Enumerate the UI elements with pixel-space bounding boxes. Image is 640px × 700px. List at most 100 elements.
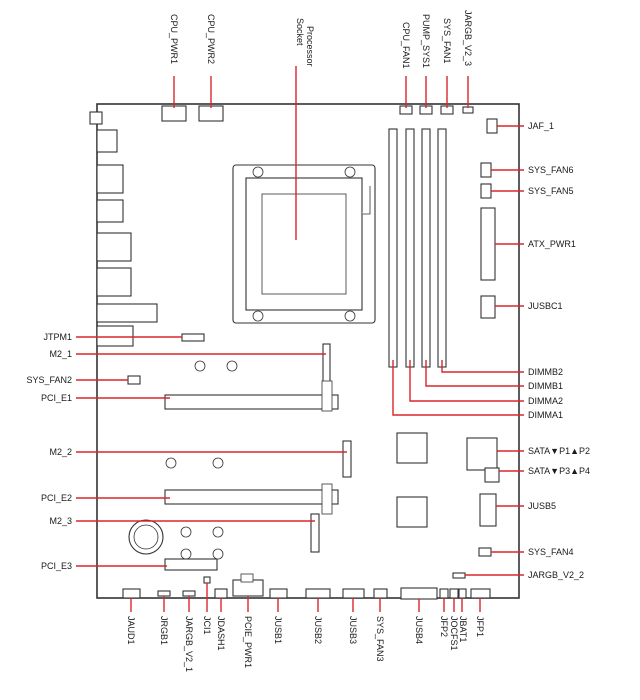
m2-standoff bbox=[180, 526, 192, 538]
label-sys-fan3: SYS_FAN3 bbox=[375, 616, 385, 662]
label-jaf-1: JAF_1 bbox=[528, 121, 554, 131]
m2-1-slot bbox=[322, 343, 331, 385]
label-sys-fan2: SYS_FAN2 bbox=[26, 375, 72, 385]
pci-e3-slot bbox=[164, 558, 218, 571]
label-sata-p3-p4: SATA▼P3▲P4 bbox=[528, 466, 590, 476]
pci-e1-slot bbox=[164, 394, 339, 410]
label-dimmb2: DIMMB2 bbox=[528, 367, 563, 377]
label-jci1: JCI1 bbox=[202, 616, 212, 635]
pci-e2-slot bbox=[164, 489, 339, 505]
label-sata-p1-p2: SATA▼P1▲P2 bbox=[528, 446, 590, 456]
sys-fan4-header bbox=[478, 547, 492, 557]
label-m2-1: M2_1 bbox=[49, 349, 72, 359]
label-jusbc1: JUSBC1 bbox=[528, 301, 563, 311]
jtpm1-header bbox=[181, 333, 205, 342]
bottom-headers bbox=[122, 573, 491, 600]
jusb4-header bbox=[400, 587, 438, 600]
label-processor-socket: Processor Socket bbox=[295, 18, 315, 69]
label-atx-pwr1: ATX_PWR1 bbox=[528, 239, 576, 249]
m2-standoff bbox=[226, 360, 238, 372]
leader-lines bbox=[76, 66, 524, 612]
label-jdash1: JDASH1 bbox=[216, 616, 226, 651]
atx-pwr1-connector bbox=[480, 207, 496, 281]
pcie-pwr1-connector bbox=[232, 579, 264, 597]
label-jusb5: JUSB5 bbox=[528, 501, 556, 511]
label-jargb-v2-3: JARGB_V2_3 bbox=[463, 10, 473, 66]
m2-standoff bbox=[212, 548, 224, 560]
m2-standoff bbox=[194, 360, 206, 372]
jargb-v2-2-header bbox=[452, 572, 466, 579]
jrgb1-header bbox=[157, 590, 171, 597]
sata-p1-p2-connector bbox=[466, 437, 498, 471]
chipset-heatsink bbox=[396, 496, 428, 528]
label-sys-fan1: SYS_FAN1 bbox=[442, 18, 452, 64]
jusbc1-connector bbox=[480, 295, 496, 319]
jaud1-header bbox=[122, 588, 141, 599]
left-labels: JTPM1 M2_1 SYS_FAN2 PCI_E1 M2_2 PCI_E2 M… bbox=[26, 332, 72, 571]
bottom-labels: JAUD1 JRGB1 JARGB_V2_1 JCI1 JDASH1 PCIE_… bbox=[126, 616, 485, 672]
processor-socket bbox=[232, 164, 376, 324]
jocfs1-header bbox=[449, 588, 459, 599]
sys-fan2-header bbox=[127, 375, 141, 385]
label-jrgb1: JRGB1 bbox=[159, 616, 169, 645]
processor-socket-label: Processor bbox=[305, 26, 315, 67]
label-pci-e1: PCI_E1 bbox=[41, 393, 72, 403]
label-jusb2: JUSB2 bbox=[313, 616, 323, 644]
label-dimma1: DIMMA1 bbox=[528, 410, 563, 420]
chipset-heatsink bbox=[396, 432, 428, 464]
sata-p3-p4-connector bbox=[484, 467, 500, 483]
jfp2-header bbox=[439, 588, 449, 599]
jaf-1-header bbox=[486, 118, 498, 134]
m2-standoff bbox=[212, 457, 224, 469]
jargb-v2-1-header bbox=[182, 590, 196, 597]
right-labels: JAF_1 SYS_FAN6 SYS_FAN5 ATX_PWR1 JUSBC1 … bbox=[528, 121, 590, 580]
sys-fan5-header bbox=[480, 183, 492, 199]
label-jusb1: JUSB1 bbox=[273, 616, 283, 644]
rear-io-panel bbox=[89, 111, 158, 347]
label-jfp1: JFP1 bbox=[475, 616, 485, 637]
label-jocfs1: JOCFS1 bbox=[449, 616, 459, 651]
label-cpu-pwr2: CPU_PWR2 bbox=[206, 14, 216, 64]
label-cpu-pwr1: CPU_PWR1 bbox=[169, 14, 179, 64]
label-pci-e2: PCI_E2 bbox=[41, 493, 72, 503]
top-labels: CPU_PWR1 CPU_PWR2 Processor Socket CPU_F… bbox=[169, 10, 473, 69]
jusb3-header bbox=[342, 588, 365, 599]
label-jargb-v2-2: JARGB_V2_2 bbox=[528, 570, 584, 580]
label-dimmb1: DIMMB1 bbox=[528, 381, 563, 391]
label-pci-e3: PCI_E3 bbox=[41, 561, 72, 571]
label-cpu-fan1: CPU_FAN1 bbox=[401, 22, 411, 69]
label-pcie-pwr1: PCIE_PWR1 bbox=[243, 616, 253, 668]
label-jfp2: JFP2 bbox=[439, 616, 449, 637]
m2-standoff bbox=[180, 548, 192, 560]
label-dimma2: DIMMA2 bbox=[528, 396, 563, 406]
m2-2-slot bbox=[342, 440, 352, 478]
jbat1-header bbox=[458, 588, 467, 599]
jfp1-header bbox=[470, 588, 491, 599]
label-jtpm1: JTPM1 bbox=[43, 332, 72, 342]
jci1-header bbox=[203, 576, 211, 584]
cpu-pwr2-connector bbox=[198, 105, 224, 122]
m2-3-slot bbox=[310, 513, 320, 553]
jusb1-header bbox=[269, 588, 288, 599]
label-jargb-v2-1: JARGB_V2_1 bbox=[184, 616, 194, 672]
jdash1-header bbox=[214, 588, 228, 599]
jusb5-connector bbox=[479, 493, 497, 527]
label-sys-fan6: SYS_FAN6 bbox=[528, 165, 574, 175]
label-pump-sys1: PUMP_SYS1 bbox=[421, 14, 431, 68]
jusb2-header bbox=[305, 588, 331, 599]
processor-socket-label-line2: Socket bbox=[295, 18, 305, 46]
label-jbat1: JBAT1 bbox=[458, 616, 468, 642]
m2-standoff bbox=[165, 457, 177, 469]
sys-fan6-header bbox=[480, 162, 492, 178]
cpu-pwr1-connector bbox=[161, 105, 187, 122]
label-jusb3: JUSB3 bbox=[348, 616, 358, 644]
label-jusb4: JUSB4 bbox=[414, 616, 424, 644]
label-m2-2: M2_2 bbox=[49, 447, 72, 457]
label-jaud1: JAUD1 bbox=[126, 616, 136, 645]
m2-standoff bbox=[212, 526, 224, 538]
label-sys-fan4: SYS_FAN4 bbox=[528, 547, 574, 557]
label-sys-fan5: SYS_FAN5 bbox=[528, 186, 574, 196]
label-m2-3: M2_3 bbox=[49, 516, 72, 526]
sys-fan3-header bbox=[373, 588, 388, 599]
